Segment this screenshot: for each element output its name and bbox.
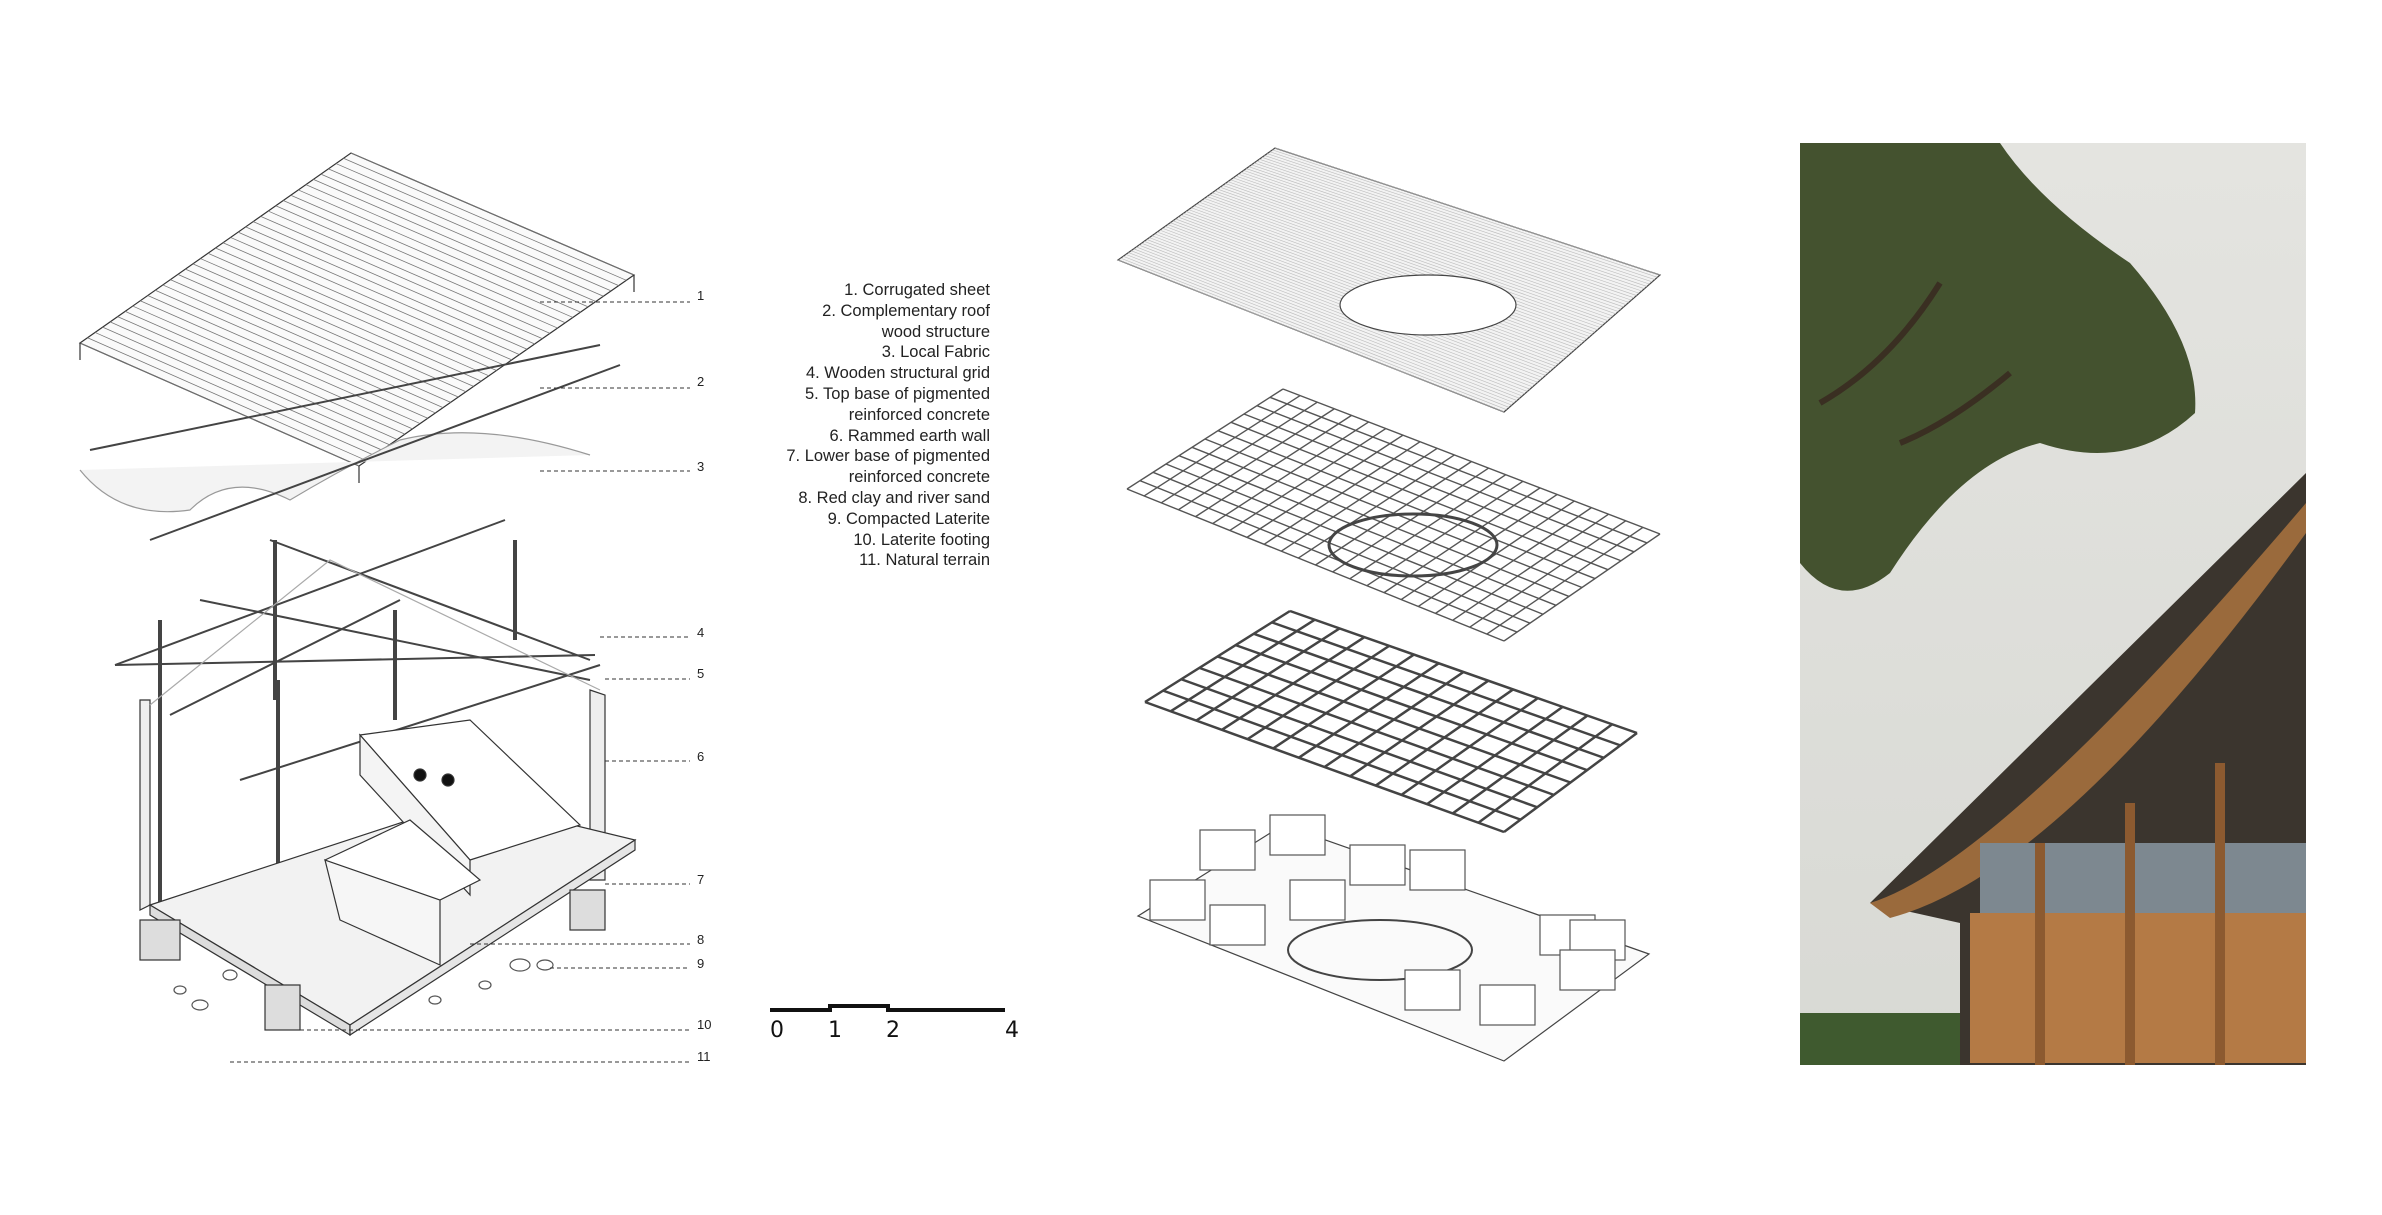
callout-number: 1 [697,288,705,303]
rendering-photo [1800,143,2306,1065]
legend-item: 6. Rammed earth wall [829,426,990,445]
legend-item: 3. Local Fabric [881,343,990,362]
legend-item: 4. Wooden structural grid [805,364,990,383]
legend-item: 9. Compacted Laterite [827,509,990,528]
scale-label-0: 0 [770,1018,784,1043]
exploded-axonometric [1116,147,1662,1062]
legend-item: 1. Corrugated sheet [844,281,990,299]
callout-number: 6 [697,749,705,764]
legend-item: 8. Red clay and river sand [798,488,990,507]
callout-number: 2 [697,374,705,389]
materials-legend: 1. Corrugated sheet 2. Complementary roof… [760,280,990,571]
callout-number: 7 [697,872,705,887]
legend-item: 10. Laterite footing [853,530,990,549]
tree-and-building [1800,143,2306,1065]
callout-number: 3 [697,459,705,474]
legend-item: 2. Complementary roof [822,301,990,320]
legend-item: 7. Lower base of pigmented [786,447,990,466]
legend-item: 11. Natural terrain [859,551,990,570]
structural-frame [1144,609,1638,834]
wood-grid [1126,388,1661,642]
legend-item: reinforced concrete [848,405,990,424]
callout-number: 11 [697,1049,711,1064]
scale-bar [770,1004,1005,1012]
callout-number: 10 [697,1017,712,1032]
legend-item: 5. Top base of pigmented [805,384,990,403]
callout-number: 4 [697,625,705,640]
callout-number: 5 [697,666,705,681]
legend-item: wood structure [881,322,990,341]
scale-label-2: 2 [886,1018,900,1043]
callout-number: 9 [697,956,705,971]
scale-label-1: 1 [828,1018,842,1043]
scale-label-4: 4 [1005,1018,1019,1043]
corrugated-roof [78,152,636,483]
legend-item: reinforced concrete [848,468,990,487]
callout-number: 8 [697,932,705,947]
